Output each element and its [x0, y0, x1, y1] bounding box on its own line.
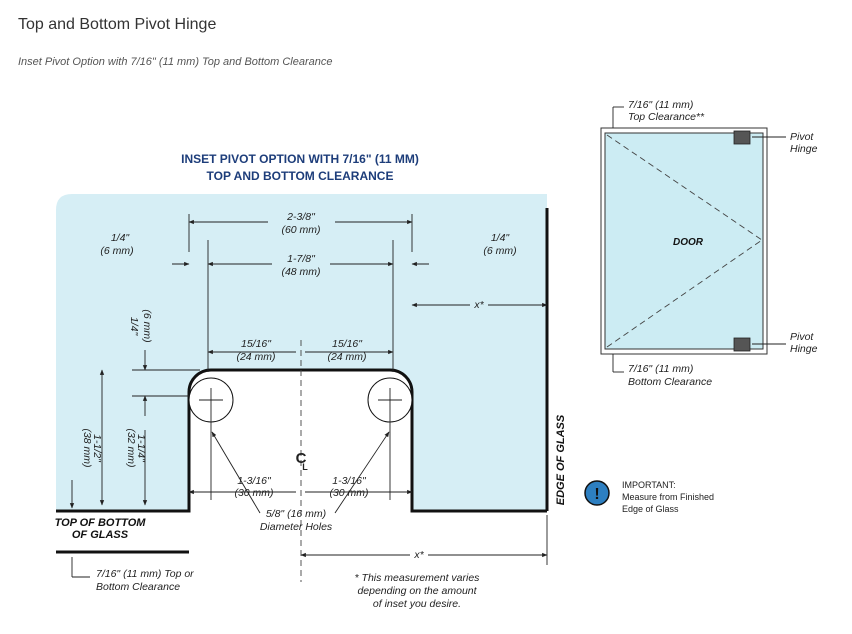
centerline-sub: L	[302, 462, 308, 472]
clearance-note-2: Bottom Clearance	[96, 581, 180, 593]
diagram-heading-2: TOP AND BOTTOM CLEARANCE	[207, 169, 394, 183]
top-of-bottom-label-2: OF GLASS	[72, 529, 129, 541]
footnote-1: * This measurement varies	[355, 572, 481, 584]
dim-30mm-left: (30 mm)	[234, 487, 273, 499]
glass-panel	[56, 194, 547, 511]
dim-24mm-right: (24 mm)	[327, 351, 366, 363]
pivot-hinge-bottom	[733, 337, 751, 352]
page-title: Top and Bottom Pivot Hinge	[18, 16, 217, 33]
pivot-bottom-label-2: Hinge	[790, 343, 818, 355]
pivot-bottom-label-1: Pivot	[790, 331, 814, 343]
bottom-clearance-label-1: 7/16" (11 mm)	[628, 363, 693, 375]
dim-vert-quarter: 1/4"	[128, 317, 140, 337]
important-icon	[584, 480, 610, 506]
dim-1-7-8: 1-7/8"	[287, 253, 316, 265]
notch-outline	[56, 368, 547, 513]
dim-15-16-left: 15/16"	[241, 338, 272, 350]
dim-60mm: (60 mm)	[281, 224, 320, 236]
top-clearance-label-2: Top Clearance**	[628, 111, 705, 123]
diagram-heading-1: INSET PIVOT OPTION WITH 7/16" (11 MM)	[181, 152, 419, 166]
dim-quarter-left: 1/4"	[111, 232, 131, 244]
pivot-hinge-top	[733, 130, 751, 145]
dim-24mm-left: (24 mm)	[236, 351, 275, 363]
dim-1-3-16-left: 1-3/16"	[237, 475, 272, 487]
dim-48mm: (48 mm)	[281, 266, 320, 278]
dim-x-bottom: x*	[413, 549, 424, 561]
dim-38mm: (38 mm)	[81, 428, 93, 467]
footnote-2: depending on the amount	[357, 585, 477, 597]
leader-line	[211, 431, 261, 514]
top-clearance-label-1: 7/16" (11 mm)	[628, 99, 693, 111]
dim-6mm-right: (6 mm)	[483, 245, 516, 257]
door-swing-line	[606, 134, 763, 241]
important-line-3: Edge of Glass	[622, 504, 679, 514]
clearance-note-1: 7/16" (11 mm) Top or	[96, 568, 194, 580]
dim-6mm-left: (6 mm)	[100, 245, 133, 257]
dim-quarter-right: 1/4"	[491, 232, 511, 244]
pivot-top-label-2: Hinge	[790, 143, 818, 155]
dim-30mm-right: (30 mm)	[329, 487, 368, 499]
door-glass	[604, 132, 764, 350]
dim-1-1-4: 1-1/4"	[135, 434, 147, 463]
holes-label-1: 5/8" (16 mm)	[266, 508, 326, 520]
footnote-3: of inset you desire.	[373, 598, 461, 610]
dim-vert-6mm: (6 mm)	[141, 309, 153, 342]
top-of-bottom-label-1: TOP OF BOTTOM	[55, 517, 147, 529]
important-title: IMPORTANT:	[622, 480, 676, 490]
dim-1-1-2: 1-1/2"	[91, 434, 103, 463]
dim-1-3-16-right: 1-3/16"	[332, 475, 367, 487]
dim-x-top: x*	[473, 299, 484, 311]
leader-line	[334, 431, 390, 514]
bottom-clearance-label-2: Bottom Clearance	[628, 376, 712, 388]
page-subtitle: Inset Pivot Option with 7/16" (11 mm) To…	[18, 56, 333, 68]
centerline-symbol: C	[296, 450, 307, 467]
edge-of-glass-label: EDGE OF GLASS	[555, 414, 567, 505]
dim-32mm: (32 mm)	[125, 428, 137, 467]
pivot-top-label-1: Pivot	[790, 131, 814, 143]
door-swing-line	[606, 239, 763, 348]
door-label: DOOR	[673, 237, 704, 248]
holes-label-2: Diameter Holes	[260, 521, 333, 533]
dim-2-3-8: 2-3/8"	[286, 211, 316, 223]
dim-15-16-right: 15/16"	[332, 338, 363, 350]
important-icon-glyph: !	[594, 486, 599, 503]
important-line-2: Measure from Finished	[622, 492, 714, 502]
